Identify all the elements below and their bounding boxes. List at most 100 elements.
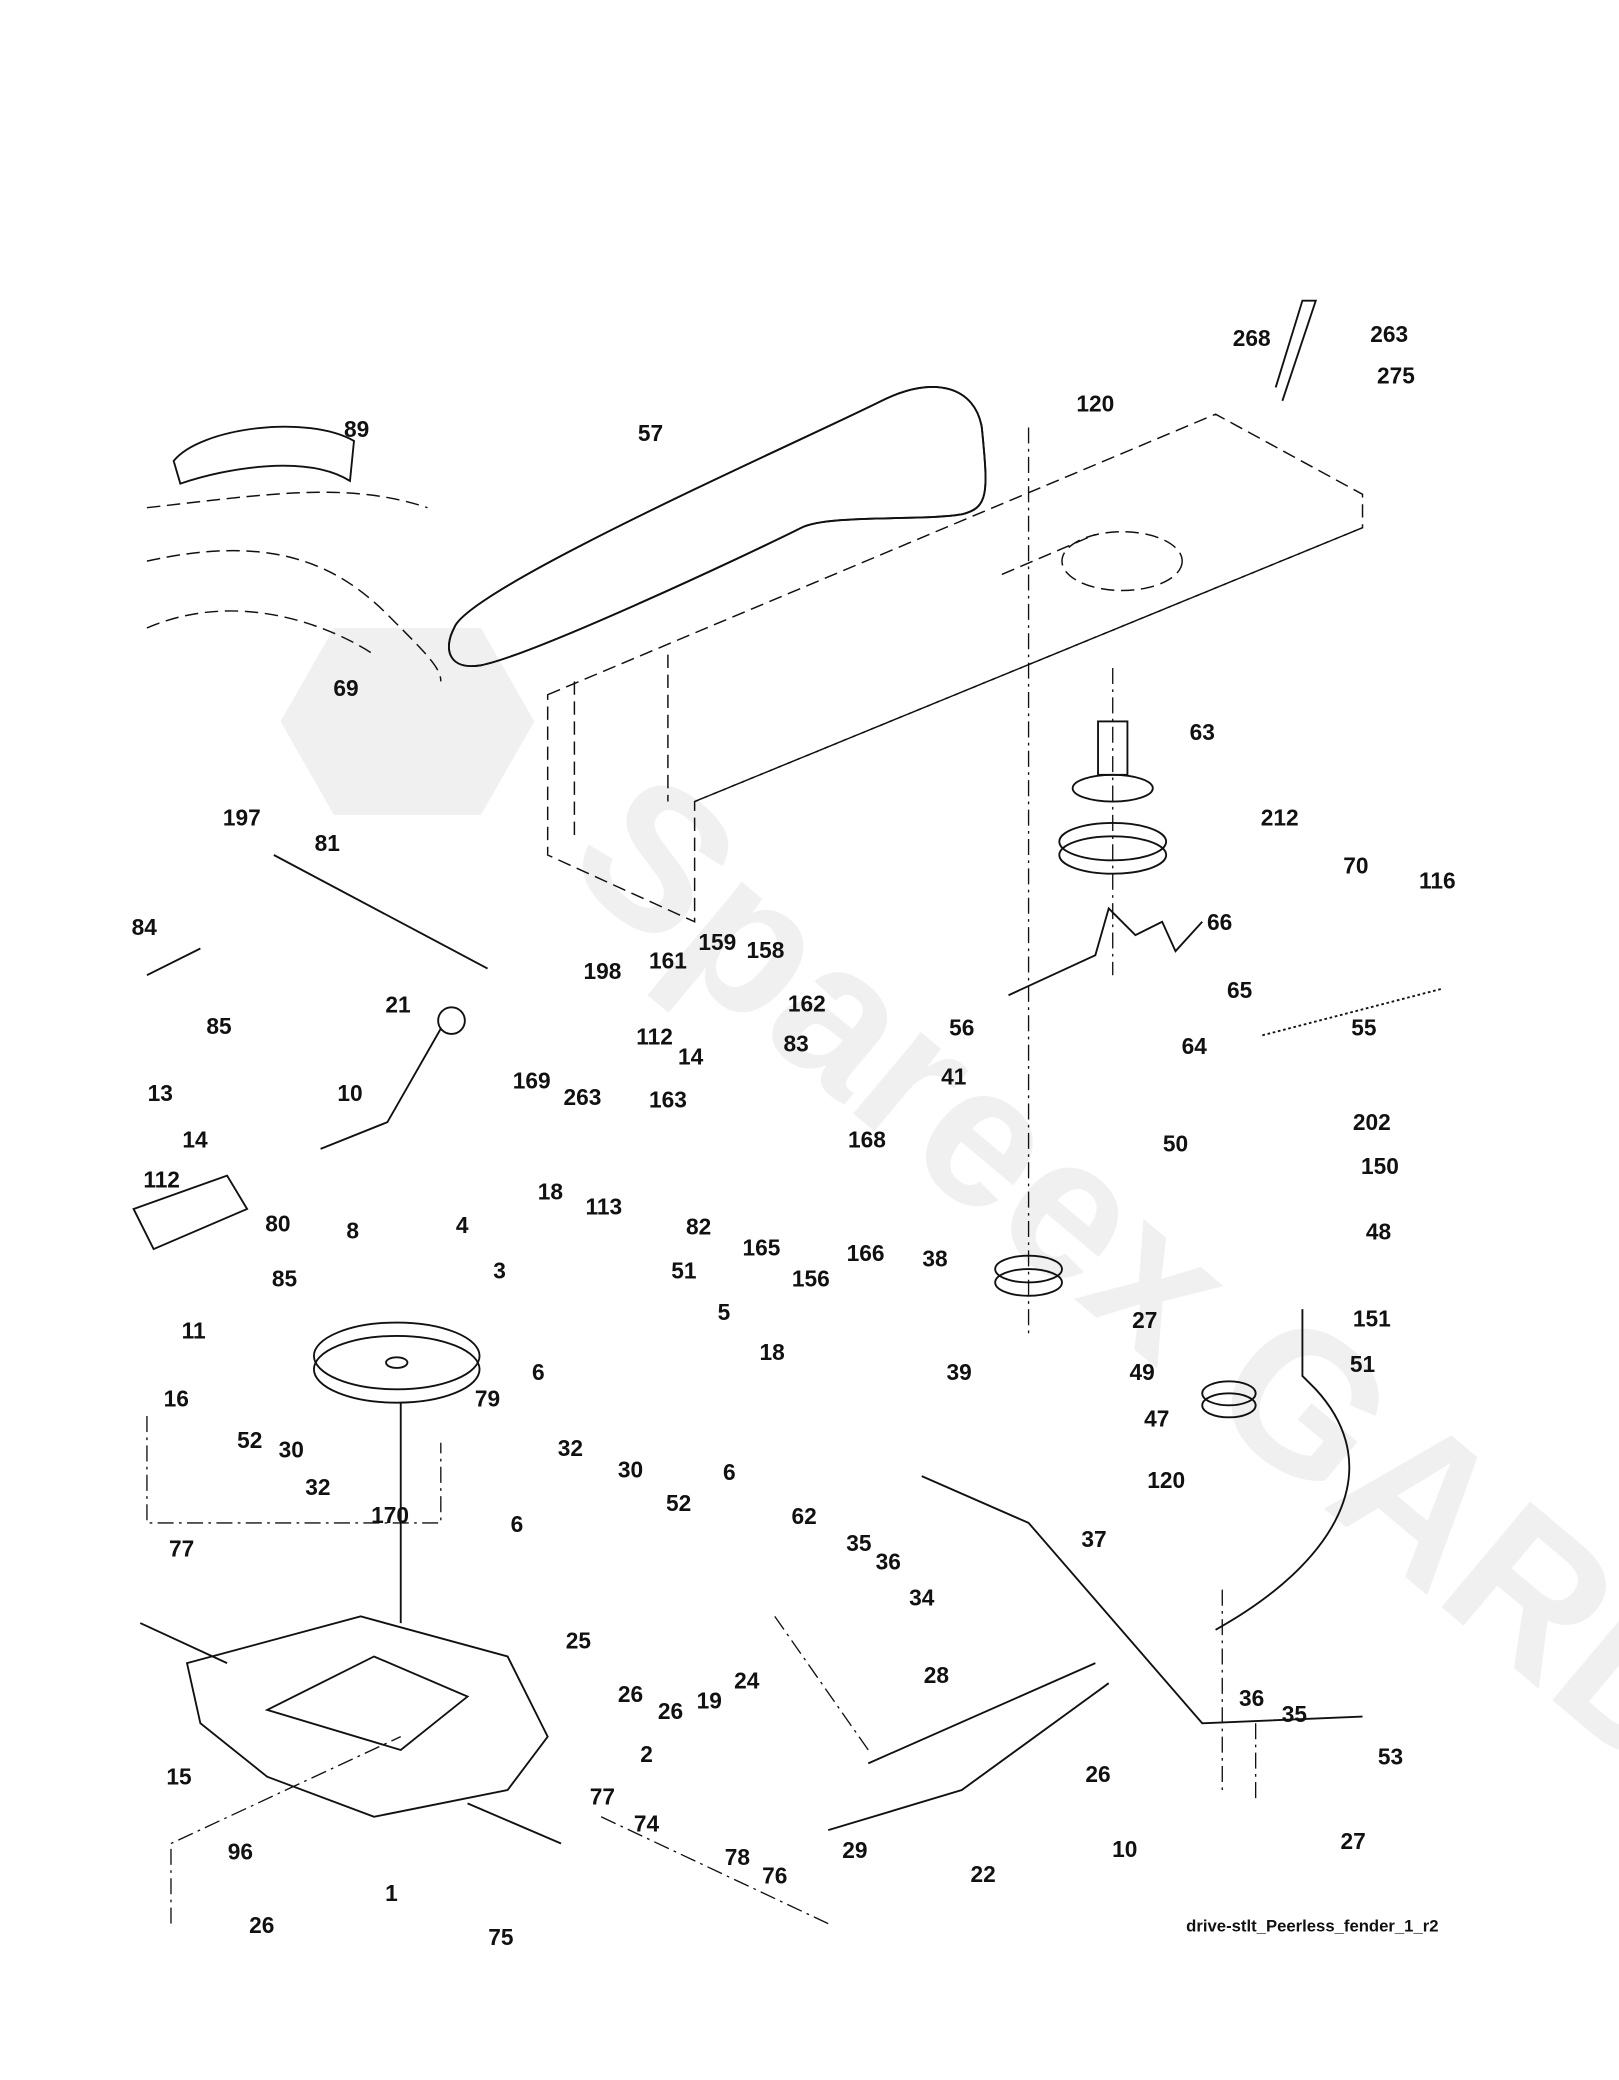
part-callout: 197: [223, 805, 261, 831]
part-callout: 56: [949, 1014, 974, 1040]
part-callout: 76: [762, 1863, 787, 1889]
part-callout: 32: [558, 1435, 583, 1461]
part-callout: 30: [618, 1456, 643, 1482]
cable: [1215, 1309, 1351, 1631]
part-callout: 263: [1370, 321, 1408, 347]
part-callout: 212: [1261, 805, 1299, 831]
part-callout: 25: [566, 1627, 591, 1653]
part-callout: 19: [697, 1688, 722, 1714]
part-callout: 26: [658, 1698, 683, 1724]
part-callout: 113: [585, 1193, 622, 1219]
part-callout: 4: [456, 1212, 469, 1238]
part-callout: 6: [511, 1511, 524, 1537]
part-callout: 75: [488, 1924, 513, 1950]
part-callout: 8: [346, 1217, 359, 1243]
part-callout: 51: [1350, 1351, 1375, 1377]
part-callout: 6: [532, 1359, 545, 1385]
clutch-shaft: [273, 854, 489, 970]
part-callout: 30: [279, 1436, 304, 1462]
part-callout: 85: [272, 1265, 297, 1291]
part-callout: 89: [344, 416, 369, 442]
part-callout: 26: [1085, 1761, 1110, 1787]
drawing-caption: drive-stlt_Peerless_fender_1_r2: [1186, 1917, 1438, 1936]
part-callout: 156: [792, 1265, 830, 1291]
part-callout: 29: [842, 1837, 867, 1863]
part-callout: 53: [1378, 1744, 1403, 1770]
part-callout: 96: [228, 1839, 253, 1865]
part-callout: 150: [1361, 1153, 1399, 1179]
part-callout: 14: [678, 1044, 704, 1070]
rod-28: [867, 1662, 1096, 1765]
part-callout: 74: [634, 1810, 660, 1836]
part-callout: 3: [493, 1257, 506, 1283]
part-callout: 165: [742, 1235, 780, 1261]
part-callout: 1: [385, 1880, 398, 1906]
part-callout: 14: [182, 1127, 208, 1153]
drive-belt: [447, 386, 987, 668]
part-callout: 66: [1207, 909, 1232, 935]
part-callout: 34: [909, 1585, 935, 1611]
part-callout: 51: [671, 1257, 696, 1283]
part-callout: 168: [848, 1127, 886, 1153]
extension-spring: [1262, 987, 1443, 1037]
part-callout: 39: [946, 1359, 971, 1385]
part-callout: 50: [1163, 1131, 1188, 1157]
part-callout: 85: [206, 1013, 231, 1039]
part-callout: 26: [618, 1681, 643, 1707]
watermark-logo: Spareex GARDEN: [280, 627, 1619, 1996]
part-callout: 170: [371, 1502, 409, 1528]
part-callout: 62: [792, 1503, 817, 1529]
part-callout: 37: [1081, 1526, 1106, 1552]
lever-84: [146, 947, 201, 977]
part-callout: 10: [1112, 1836, 1137, 1862]
transaxle-pulley: [312, 1321, 481, 1404]
part-callout: 158: [746, 937, 784, 963]
part-callout: 22: [971, 1861, 996, 1887]
part-callout: 47: [1144, 1406, 1169, 1432]
part-callout: 5: [718, 1299, 731, 1325]
part-callout: 202: [1353, 1109, 1391, 1135]
rod-22: [827, 1682, 1110, 1832]
part-callout: 21: [385, 992, 410, 1018]
part-callout: 41: [941, 1064, 966, 1090]
part-callout: 77: [169, 1535, 194, 1561]
part-callout: 79: [475, 1386, 500, 1412]
part-callout: 63: [1190, 719, 1215, 745]
part-callout: 166: [847, 1240, 885, 1266]
part-callout: 18: [759, 1339, 784, 1365]
part-callout: 49: [1129, 1359, 1154, 1385]
part-callout: 159: [698, 929, 736, 955]
part-callout: 55: [1351, 1014, 1376, 1040]
part-callout: 162: [788, 990, 826, 1016]
part-callout: 169: [513, 1068, 551, 1094]
part-callout: 116: [1419, 867, 1456, 893]
part-callout: 10: [337, 1080, 362, 1106]
part-callout: 151: [1353, 1306, 1391, 1332]
part-callout: 77: [590, 1784, 615, 1810]
transaxle: [139, 1402, 562, 1845]
part-callout: 69: [333, 675, 358, 701]
part-callout: 27: [1341, 1828, 1366, 1854]
part-callout: 263: [563, 1084, 601, 1110]
brake-rod: [921, 1475, 1363, 1725]
part-callout: 13: [148, 1080, 173, 1106]
part-callout: 81: [315, 830, 340, 856]
part-callout: 57: [638, 420, 663, 446]
part-callout: 24: [734, 1668, 760, 1694]
part-callout: 15: [166, 1764, 191, 1790]
part-callout: 26: [249, 1912, 274, 1938]
part-callout: 84: [132, 914, 158, 940]
part-callout: 35: [846, 1530, 871, 1556]
part-callout: 36: [1239, 1685, 1264, 1711]
part-callout: 120: [1147, 1467, 1185, 1493]
part-callout: 52: [666, 1490, 691, 1516]
assembly-lines: [146, 427, 1257, 1925]
part-callout: 112: [636, 1024, 673, 1050]
part-callout: 120: [1076, 391, 1114, 417]
fender-outline: [146, 425, 442, 682]
bracket-80: [132, 1174, 249, 1251]
part-callout: 2: [640, 1741, 653, 1767]
part-callout: 16: [164, 1386, 189, 1412]
knob: [437, 1006, 466, 1035]
